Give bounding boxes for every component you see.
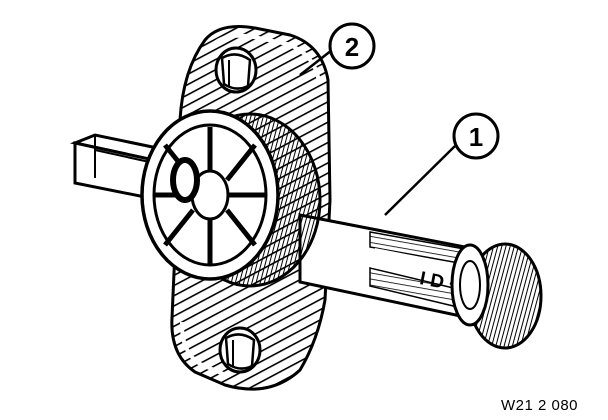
rod-end-knob [450, 242, 543, 350]
callout-1-number: 1 [469, 122, 483, 152]
callout-1: 1 [452, 112, 500, 160]
bolt-hole-bottom [218, 326, 262, 374]
bolt-hole-top [214, 46, 258, 94]
figure-code: W21 2 080 [500, 397, 578, 414]
leader-lines [299, 49, 456, 216]
spoked-wheel [140, 109, 322, 288]
callout-2: 2 [328, 22, 376, 70]
callout-2-number: 2 [345, 32, 359, 62]
